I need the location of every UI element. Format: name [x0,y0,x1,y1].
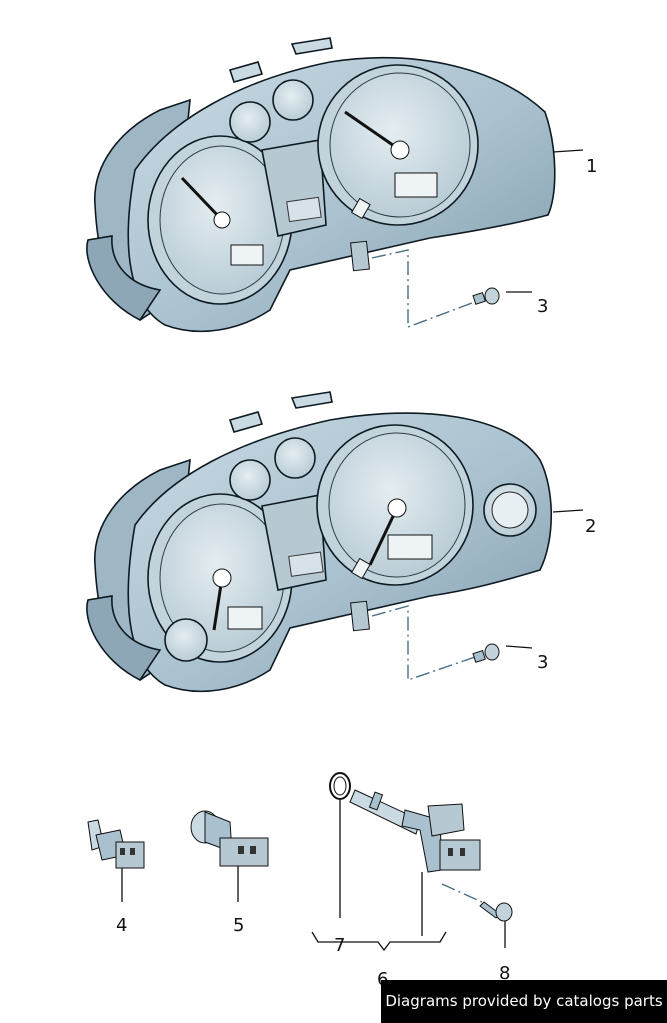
speed-sender-6 [349,789,481,873]
credit-banner: Diagrams provided by catalogs parts [381,980,667,1023]
callout-3b: 3 [537,652,548,673]
screw-3b [472,643,500,663]
seal-ring-7 [329,772,351,800]
sensor-4 [87,819,145,869]
callout-2: 2 [585,516,596,537]
screw-8 [479,901,513,922]
callout-3a: 3 [537,296,548,317]
callout-8: 8 [499,963,510,984]
callout-5: 5 [233,915,244,936]
callout-7: 7 [334,935,345,956]
instrument-cluster-1 [86,37,556,333]
screw-3a [472,287,500,305]
callout-6: 6 [377,969,388,990]
leader-lines [121,149,584,952]
instrument-cluster-2 [86,391,552,693]
callout-1: 1 [586,156,597,177]
sensor-5 [190,810,269,867]
callout-4: 4 [116,915,127,936]
